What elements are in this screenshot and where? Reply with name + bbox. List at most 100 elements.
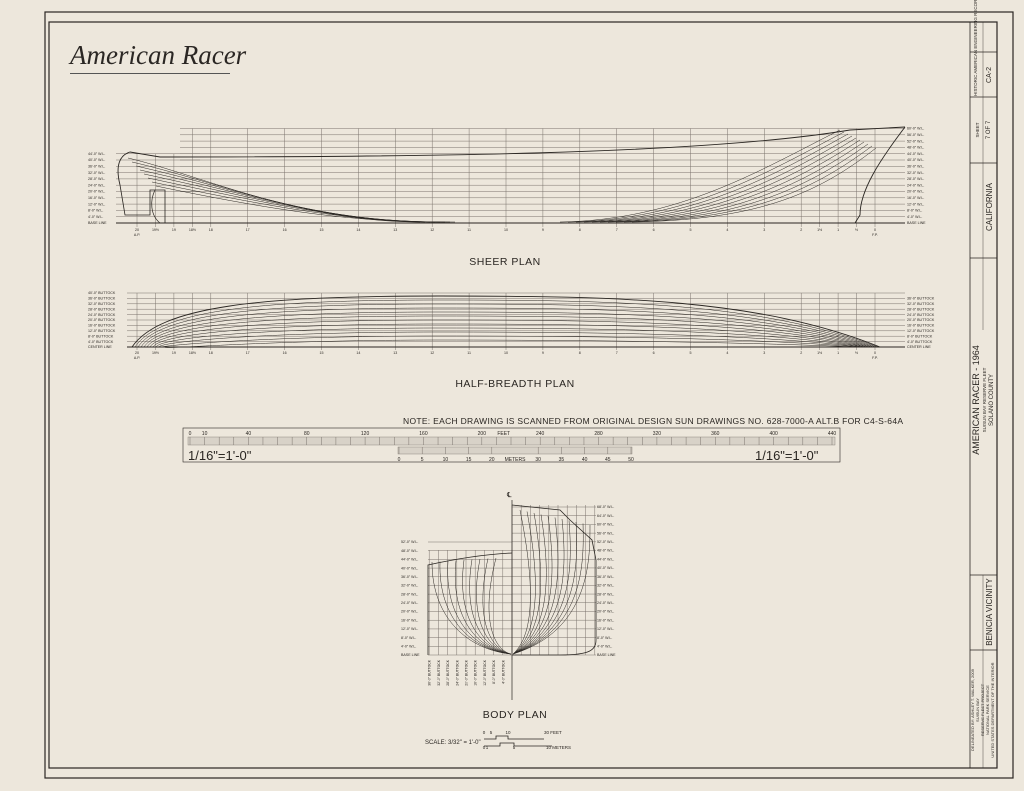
half-breadth-station-label: 13 [393, 351, 397, 355]
half-breadth-right-buttock-label: CENTER LINE [907, 345, 931, 349]
body-right-waterline-label: 56'-0" W.L. [597, 531, 614, 535]
sheer-right-waterline-label: 8'-0" W.L. [907, 209, 922, 213]
body-right-waterline-label: 60'-0" W.L. [597, 523, 614, 527]
body-meter-tick-label: 10 METERS [546, 745, 571, 750]
body-left-waterline-label: 32'-0" W.L. [401, 584, 418, 588]
sheer-buttock-curve-fwd [583, 135, 853, 223]
half-breadth-right-buttock-label: 24'-0" BUTTOCK [907, 313, 935, 317]
sheer-station-label: 1½ [817, 228, 822, 232]
sheer-station-label: 16 [283, 228, 287, 232]
sheer-rudder [151, 189, 161, 224]
half-breadth-station-label: 17 [246, 351, 250, 355]
sheer-station-label: 2 [800, 228, 802, 232]
body-right-waterline-label: 20'-0" W.L. [597, 610, 614, 614]
half-breadth-left-buttock-label: 8'-0" BUTTOCK [88, 334, 114, 338]
sheet-number: 7 OF 7 [986, 120, 992, 140]
sheer-right-waterline-label: 44'-0" W.L. [907, 152, 924, 156]
sheer-buttock-curve-fwd [631, 147, 877, 223]
body-right-waterline-label: 16'-0" W.L. [597, 618, 614, 622]
sheer-left-waterline-label: 40'-0" W.L. [88, 158, 105, 162]
half-breadth-station-label: 19½ [152, 351, 159, 355]
sheer-right-waterline-label: 48'-0" W.L. [907, 146, 924, 150]
half-breadth-right-buttock-label: 8'-0" BUTTOCK [907, 334, 933, 338]
sheer-buttock-curve-fwd [599, 139, 861, 223]
sheer-right-waterline-label: 32'-0" W.L. [907, 171, 924, 175]
sheer-station-label: 3 [763, 228, 765, 232]
body-buttock-label: 28'-0" BUTTOCK [446, 659, 450, 685]
body-meter-tick-label: 1 [486, 745, 489, 750]
half-breadth-station-label: ½ [855, 351, 858, 355]
half-breadth-station-label: 14 [356, 351, 360, 355]
meter-tick-label: 40 [582, 457, 588, 463]
body-buttock-label: 4'-0" BUTTOCK [501, 659, 505, 684]
half-breadth-right-buttock-label: 36'-0" BUTTOCK [907, 297, 935, 301]
sheer-station-label: 7 [616, 228, 618, 232]
body-buttock-label: 36'-0" BUTTOCK [428, 659, 432, 685]
sheer-left-waterline-label: 4'-0" W.L. [88, 215, 103, 219]
sheer-left-waterline-label: 32'-0" W.L. [88, 171, 105, 175]
sheer-right-waterline-label: 28'-0" W.L. [907, 177, 924, 181]
half-breadth-station-label: 18½ [189, 351, 196, 355]
body-left-waterline-label: 8'-0" W.L. [401, 636, 416, 640]
half-breadth-waterline-curve [146, 315, 871, 348]
feet-unit-label: FEET [497, 431, 510, 437]
body-fwd-section-curve [512, 509, 531, 655]
half-breadth-left-buttock-label: 32'-0" BUTTOCK [88, 302, 116, 306]
body-fwd-section-curve [512, 520, 571, 655]
half-breadth-left-buttock-label: 24'-0" BUTTOCK [88, 313, 116, 317]
sheer-station-label: 18 [209, 228, 213, 232]
half-breadth-station-label: 18 [209, 351, 213, 355]
body-fwd-outline [511, 504, 597, 656]
body-right-waterline-label: 52'-0" W.L. [597, 540, 614, 544]
vicinity: BENICIA VICINITY [985, 578, 994, 646]
half-breadth-station-label: 9 [542, 351, 544, 355]
drawing-title: American Racer [70, 40, 246, 74]
sheer-left-waterline-label: 12'-0" W.L. [88, 202, 105, 206]
half-breadth-right-buttock-label: 32'-0" BUTTOCK [907, 302, 935, 306]
sheer-left-waterline-label: 44'-0" W.L. [88, 152, 105, 156]
scale-bar-frame [182, 427, 841, 463]
sheer-right-waterline-label: 60'-0" W.L. [907, 127, 924, 131]
feet-tick-label: 80 [304, 431, 310, 437]
sheer-buttock-curve-fwd [615, 143, 869, 223]
body-fwd-section-curve [512, 511, 536, 655]
meter-tick-label: 20 [489, 457, 495, 463]
inner-border [48, 21, 998, 769]
sheer-station-label: 1 [837, 228, 839, 232]
sheer-station-label: 6 [653, 228, 655, 232]
sheer-buttock-curve-aft [155, 185, 456, 223]
sheer-stern-profile [119, 184, 166, 223]
sheer-station-label: 13 [393, 228, 397, 232]
state: CALIFORNIA [985, 183, 994, 232]
scan-note: NOTE: EACH DRAWING IS SCANNED FROM ORIGI… [403, 416, 904, 426]
half-breadth-station-label: 7 [616, 351, 618, 355]
forward-perpendicular-label: F.P. [872, 233, 878, 237]
sheer-left-waterline-label: 24'-0" W.L. [88, 183, 105, 187]
feet-tick-label: 240 [536, 431, 545, 437]
body-fwd-section-curve [512, 521, 577, 655]
feet-tick-label: 360 [711, 431, 720, 437]
sheer-station-label: 10 [504, 228, 508, 232]
half-breadth-station-label: 4 [726, 351, 728, 355]
sheer-buttock-curve-aft [151, 181, 451, 223]
sheer-buttock-curve-aft [135, 165, 431, 223]
half-breadth-station-label: 0 [874, 351, 876, 355]
sheer-station-label: 8 [579, 228, 581, 232]
meter-tick-label: 45 [605, 457, 611, 463]
feet-tick-label: 0 [189, 431, 192, 437]
body-meter-tick-label: 0 [483, 745, 486, 750]
half-breadth-waterline-curve [155, 327, 865, 348]
body-buttock-label: 20'-0" BUTTOCK [465, 659, 469, 685]
sheer-left-waterline-label: 36'-0" W.L. [88, 165, 105, 169]
sheer-station-label: 4 [726, 228, 728, 232]
half-breadth-station-label: 19 [172, 351, 176, 355]
body-aft-outline [427, 552, 513, 655]
half-breadth-station-label: 1½ [817, 351, 822, 355]
sheer-station-label: 9 [542, 228, 544, 232]
half-breadth-right-buttock-label: 16'-0" BUTTOCK [907, 324, 935, 328]
half-breadth-left-buttock-label: 40'-0" BUTTOCK [88, 291, 116, 295]
half-breadth-station-label: 11 [467, 351, 471, 355]
body-fwd-section-curve [512, 512, 541, 655]
body-right-waterline-label: 12'-0" W.L. [597, 627, 614, 631]
